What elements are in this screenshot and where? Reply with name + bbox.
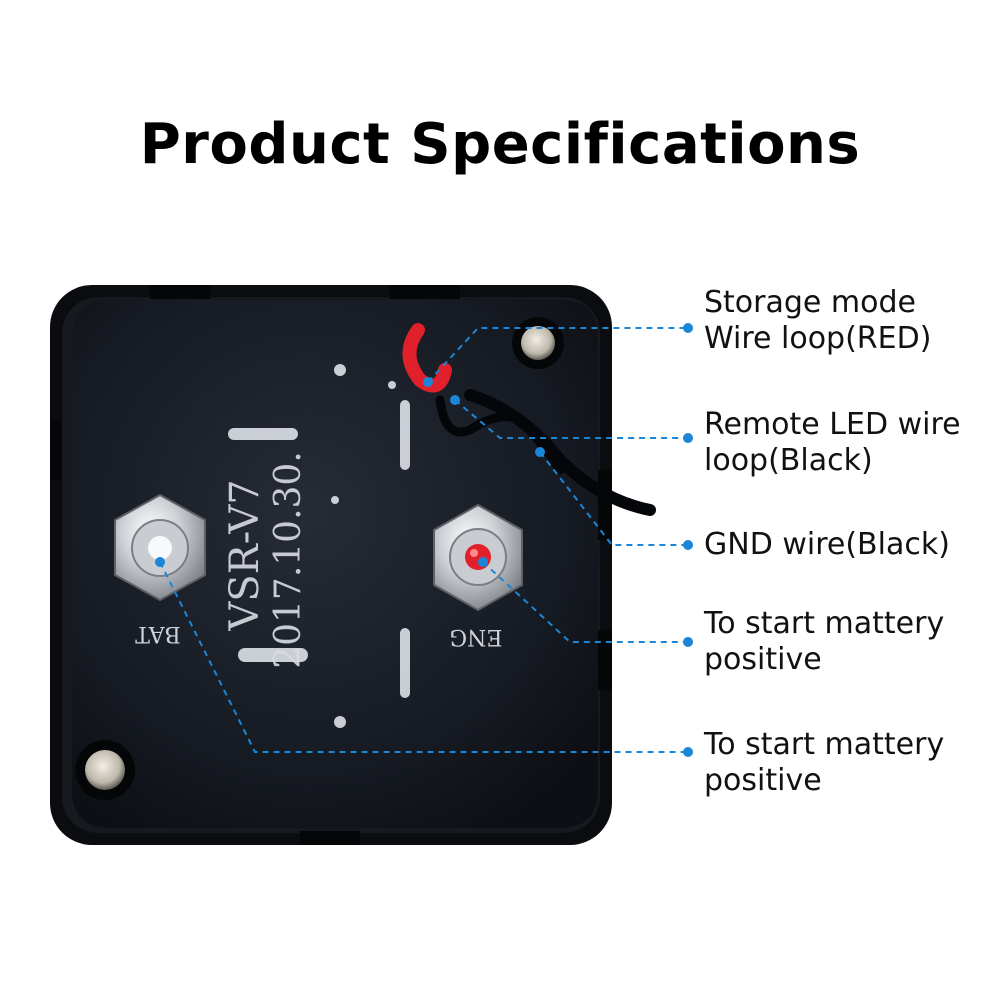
page-title: Product Specifications: [139, 112, 861, 177]
eng-label: ENG: [450, 624, 503, 649]
model-text: VSR-V7: [222, 479, 268, 631]
callout-line2: positive: [704, 642, 822, 677]
gloss-highlights: [228, 364, 410, 728]
callout-dots: [155, 323, 693, 757]
callout-line1: Storage mode: [704, 285, 916, 320]
callout-lines: [159, 327, 688, 753]
red-wire-loop: [402, 323, 452, 393]
callout-line1: To start mattery: [704, 606, 945, 641]
callout-gnd-wire: GND wire(Black): [704, 527, 950, 563]
callout-line2: loop(Black): [704, 443, 873, 478]
mounting-hole-top-right: [512, 317, 564, 369]
callout-start-positive-1: To start mattery positive: [704, 606, 944, 678]
callout-remote-led: Remote LED wire loop(Black): [704, 407, 961, 479]
callout-line1: GND wire(Black): [704, 527, 950, 562]
callout-storage-mode: Storage mode Wire loop(RED): [704, 285, 931, 357]
black-gnd-wire: [464, 389, 656, 516]
callout-start-positive-2: To start mattery positive: [704, 727, 944, 799]
bat-label: BAT: [135, 621, 181, 646]
callout-line2: positive: [704, 763, 822, 798]
callout-line2: Wire loop(RED): [704, 321, 932, 356]
callout-line1: To start mattery: [704, 727, 945, 762]
callout-line1: Remote LED wire: [704, 407, 961, 442]
mounting-hole-bottom-left: [75, 740, 135, 800]
eng-terminal: [433, 503, 523, 612]
bat-terminal: [114, 493, 206, 602]
date-text: 2017.10.30.: [268, 451, 309, 669]
wire-loops: [402, 323, 656, 516]
